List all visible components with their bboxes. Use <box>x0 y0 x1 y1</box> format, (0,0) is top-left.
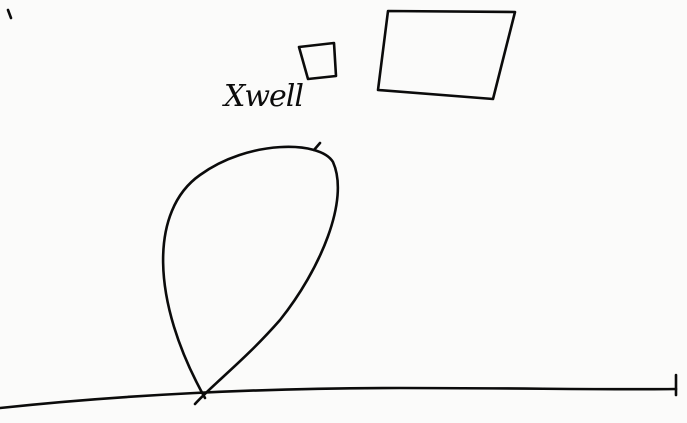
small-square <box>299 43 336 79</box>
teardrop-shape <box>163 147 338 404</box>
ground-line <box>0 388 676 408</box>
xwell-label: Xwell <box>222 79 303 114</box>
teardrop-tip-mark <box>314 143 320 150</box>
large-rectangle <box>378 11 515 99</box>
stray-mark <box>8 10 11 18</box>
